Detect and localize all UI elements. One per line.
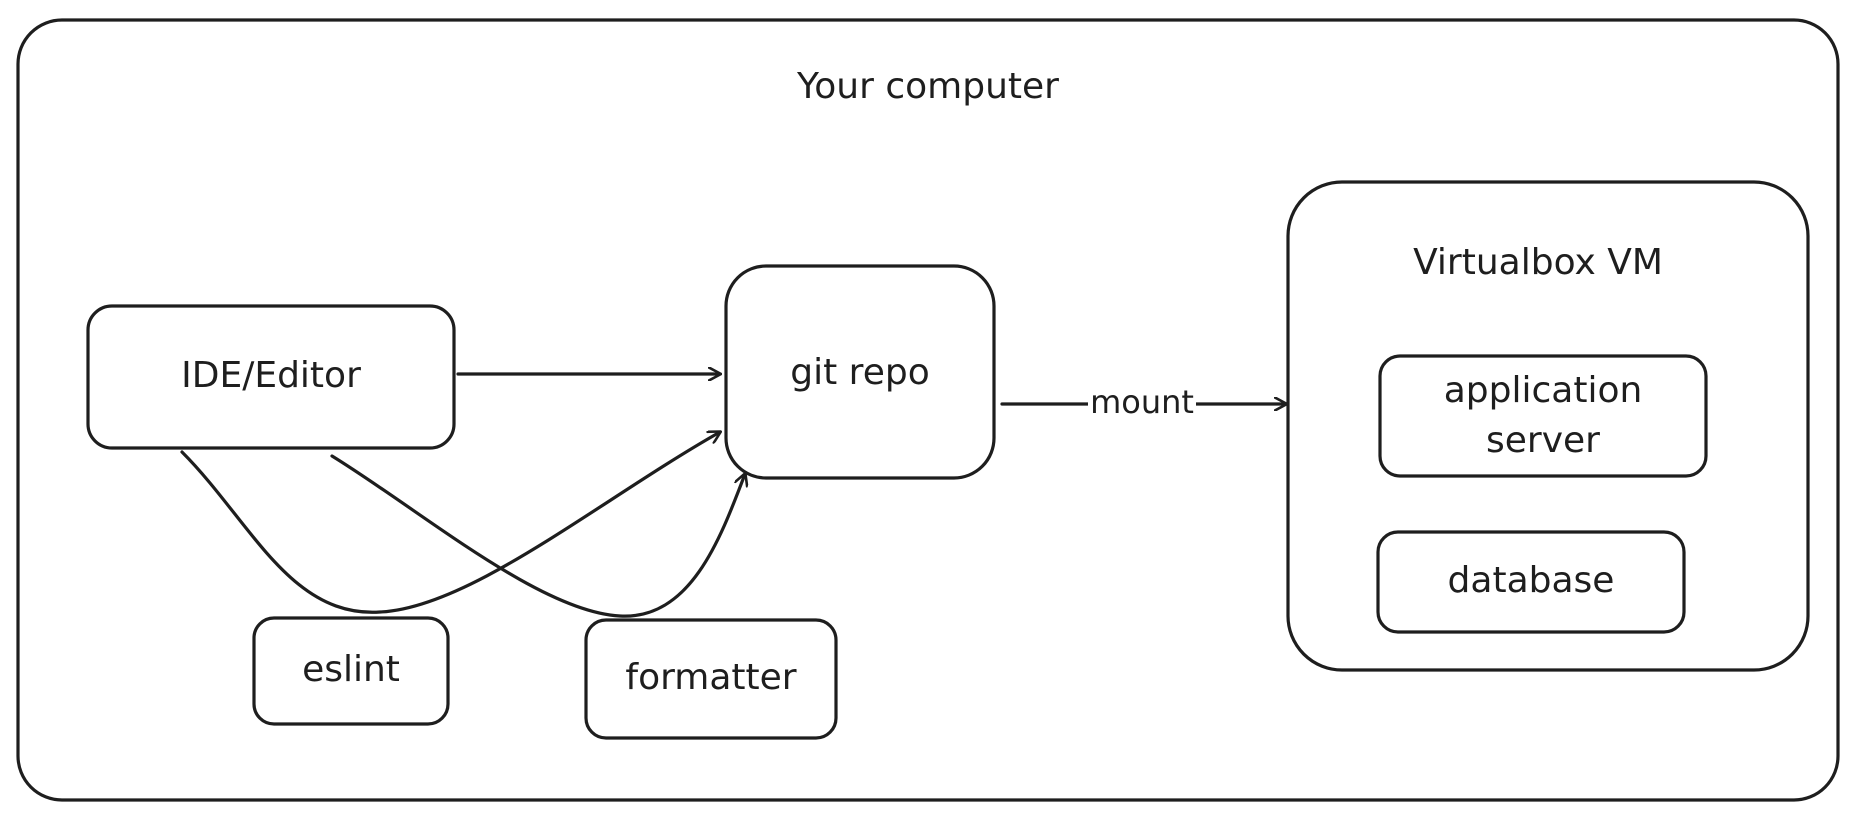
edge-ide-to-git-via-eslint xyxy=(180,432,720,614)
node-formatter-label: formatter xyxy=(625,657,796,698)
node-application-server-label-line1: application xyxy=(1444,370,1643,411)
node-git-repo-label: git repo xyxy=(790,352,929,393)
node-eslint-label: eslint xyxy=(302,649,400,690)
node-eslint[interactable]: eslint xyxy=(252,616,450,726)
edges: mount xyxy=(180,374,1286,618)
node-formatter[interactable]: formatter xyxy=(584,618,838,740)
node-git-repo[interactable]: git repo xyxy=(724,264,996,480)
edge-mount-label: mount xyxy=(1090,383,1194,421)
node-ide-editor[interactable]: IDE/Editor xyxy=(86,304,456,450)
edge-mount-label-background xyxy=(1088,384,1196,424)
node-database[interactable]: database xyxy=(1376,530,1686,634)
node-ide-editor-label: IDE/Editor xyxy=(181,355,361,396)
node-application-server-label-line2: server xyxy=(1486,420,1600,461)
node-database-label: database xyxy=(1448,560,1615,601)
edge-ide-to-git-via-formatter xyxy=(330,454,745,618)
container-your-computer-title: Your computer xyxy=(796,66,1059,107)
node-application-server[interactable]: application server xyxy=(1378,354,1708,478)
container-virtualbox-vm-title: Virtualbox VM xyxy=(1413,242,1663,283)
